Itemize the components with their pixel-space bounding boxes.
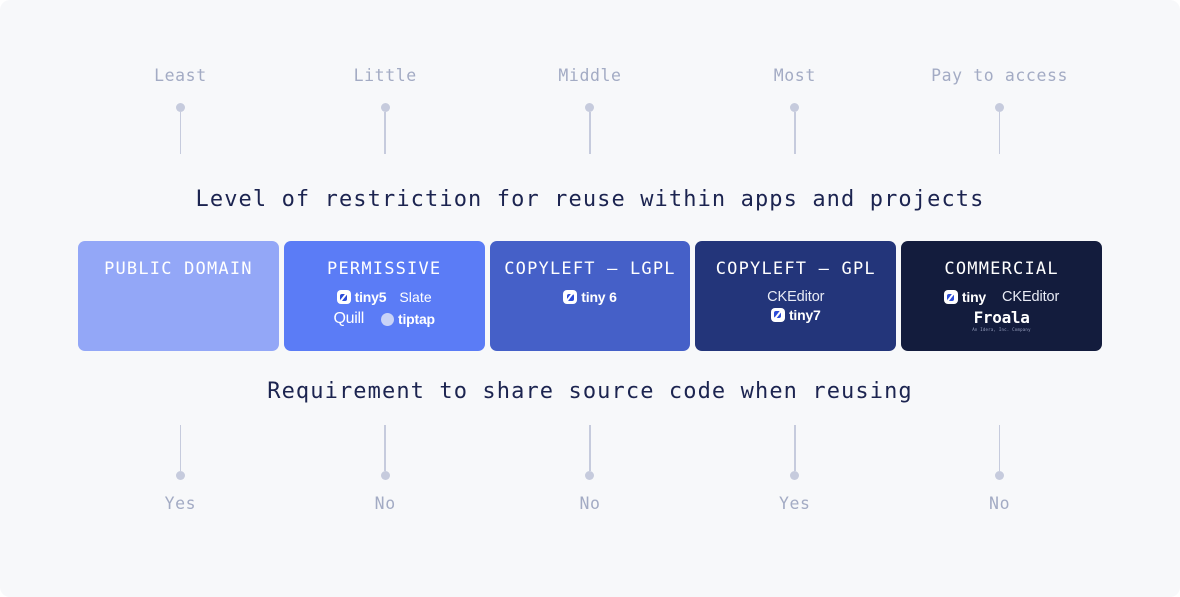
- license-tier-public-domain[interactable]: PUBLIC DOMAIN: [78, 241, 279, 351]
- logo-label: tiptap: [398, 311, 435, 327]
- tier-title: PERMISSIVE: [327, 259, 442, 279]
- tier-logo-list: tiny5 Slate Quill tiptap: [284, 290, 485, 327]
- marker-stem-icon: [793, 111, 796, 154]
- tier-logo-row: Quill tiptap: [333, 311, 435, 327]
- tier-title: PUBLIC DOMAIN: [104, 259, 253, 279]
- logo-label: tiny7: [788, 306, 821, 323]
- bottom-axis-caption: Requirement to share source code when re…: [267, 379, 913, 404]
- marker-stem-icon: [998, 425, 1001, 471]
- logo-label: tiny5: [354, 289, 387, 305]
- logo-ckeditor: CKEditor: [1002, 290, 1059, 305]
- bottom-marker-label: No: [374, 494, 396, 513]
- top-marker-label: Little: [353, 66, 417, 85]
- license-tier-permissive[interactable]: PERMISSIVE tiny5 Slate Quill: [283, 241, 485, 351]
- tier-logo-list: CKEditor tiny7: [695, 290, 896, 322]
- logo-tiptap: tiptap: [381, 312, 435, 326]
- bottom-marker: No: [283, 425, 488, 513]
- bottom-marker-label: Yes: [164, 494, 197, 513]
- bottom-marker-label: No: [579, 494, 601, 513]
- tier-logo-row: tiny7: [770, 306, 821, 323]
- logo-label: Froala: [973, 307, 1030, 327]
- logo-label: CKEditor: [767, 289, 825, 305]
- top-marker-rail: Least Little Middle Most Pay to access: [78, 66, 1102, 154]
- top-marker: Least: [78, 66, 283, 154]
- logo-subtitle: An Idera, Inc. Company: [972, 327, 1031, 332]
- tiny-icon: [563, 290, 578, 304]
- marker-stem-icon: [179, 111, 182, 154]
- top-marker: Pay to access: [897, 66, 1102, 154]
- marker-stem-icon: [793, 425, 796, 471]
- logo-froala: Froala An Idera, Inc. Company: [971, 307, 1032, 333]
- top-marker: Little: [283, 66, 488, 154]
- bottom-marker: No: [488, 425, 693, 513]
- marker-stem-icon: [179, 425, 182, 471]
- tier-logo-row: Froala An Idera, Inc. Company: [971, 307, 1032, 333]
- marker-stem-icon: [384, 425, 386, 471]
- logo-label: CKEditor: [1002, 289, 1060, 305]
- logo-label: Quill: [333, 310, 364, 327]
- logo-tiny7: tiny7: [770, 306, 821, 323]
- top-marker-label: Pay to access: [931, 66, 1069, 85]
- tier-logo-row: tiny 6: [563, 289, 617, 305]
- tier-title: COPYLEFT — LGPL: [504, 259, 676, 279]
- logo-tiny5: tiny5: [336, 289, 387, 305]
- bottom-marker: Yes: [692, 425, 897, 513]
- tiny-icon: [336, 290, 351, 304]
- logo-ckeditor: CKEditor: [767, 290, 824, 305]
- marker-dot-icon: [790, 471, 800, 480]
- tier-title: COPYLEFT — GPL: [715, 259, 876, 279]
- tiny-icon: [770, 307, 785, 322]
- top-axis-caption: Level of restriction for reuse within ap…: [195, 187, 985, 212]
- marker-dot-icon: [175, 471, 185, 480]
- marker-dot-icon: [175, 102, 185, 112]
- top-marker-label: Least: [154, 66, 207, 85]
- bottom-marker-label: Yes: [778, 494, 811, 513]
- top-marker: Middle: [488, 66, 693, 154]
- license-tier-commercial[interactable]: COMMERCIAL tiny CKEditor Froala An Idera…: [901, 241, 1102, 351]
- marker-dot-icon: [790, 102, 800, 112]
- tier-logo-row: tiny CKEditor: [943, 289, 1059, 306]
- top-marker-label: Middle: [558, 66, 622, 85]
- tiptap-icon: [381, 312, 394, 326]
- top-marker-label: Most: [773, 66, 816, 85]
- marker-dot-icon: [995, 102, 1005, 112]
- logo-slate: Slate: [399, 290, 431, 304]
- bottom-marker-label: No: [989, 494, 1011, 513]
- marker-dot-icon: [585, 471, 595, 480]
- tier-title: COMMERCIAL: [944, 259, 1059, 279]
- bottom-marker: Yes: [78, 425, 283, 513]
- tier-logo-list: tiny 6: [490, 290, 691, 304]
- license-tier-copyleft-lgpl[interactable]: COPYLEFT — LGPL tiny 6: [489, 241, 691, 351]
- logo-tiny: tiny: [943, 289, 987, 306]
- logo-label: Slate: [399, 289, 432, 305]
- bottom-marker-rail: Yes No No Yes No: [78, 425, 1102, 513]
- marker-stem-icon: [998, 111, 1001, 154]
- tier-logo-row: CKEditor: [767, 290, 824, 305]
- marker-stem-icon: [589, 111, 591, 154]
- logo-quill: Quill: [333, 311, 368, 327]
- license-tier-band: PUBLIC DOMAIN PERMISSIVE tiny5 Slate Qui: [78, 241, 1102, 351]
- logo-label: tiny 6: [581, 289, 617, 305]
- marker-stem-icon: [384, 111, 386, 154]
- tier-logo-list: tiny CKEditor Froala An Idera, Inc. Comp…: [901, 290, 1102, 332]
- logo-label: tiny: [961, 289, 987, 306]
- tier-logo-row: tiny5 Slate: [336, 289, 432, 305]
- marker-dot-icon: [585, 102, 595, 112]
- tiny-icon: [943, 290, 958, 305]
- marker-stem-icon: [589, 425, 591, 471]
- marker-dot-icon: [380, 102, 390, 112]
- top-marker: Most: [692, 66, 897, 154]
- marker-dot-icon: [995, 471, 1005, 480]
- marker-dot-icon: [380, 471, 390, 480]
- license-tier-copyleft-gpl[interactable]: COPYLEFT — GPL CKEditor tiny7: [695, 241, 897, 351]
- bottom-marker: No: [897, 425, 1102, 513]
- logo-tiny6: tiny 6: [563, 289, 617, 305]
